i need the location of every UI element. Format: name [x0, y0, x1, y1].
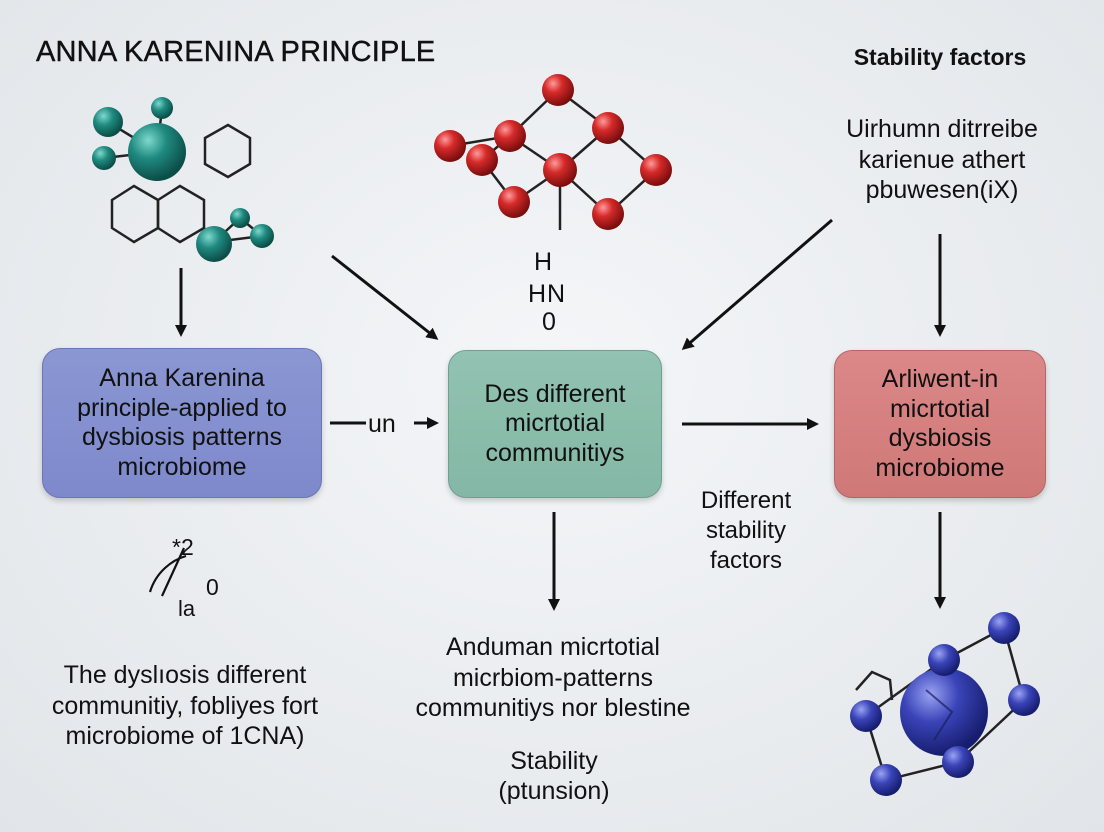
bottom-stability-text: Stability (ptunsion): [498, 747, 610, 805]
bottom-left-description: The dyslıosis different communitiy, fobl…: [51, 661, 319, 750]
blue-molecule-icon: [850, 612, 1040, 796]
symbol-base: la: [178, 596, 196, 621]
bottom-center-description: Anduman micrtotial micrbiom-patterns com…: [415, 633, 691, 722]
different-communities-box-label: Des different micrtotial communitiys: [484, 379, 626, 467]
teal-molecule-icon: [92, 97, 274, 262]
dysbiosis-microbiome-box-label: Arliwent-in micrtotial dysbiosis microbi…: [875, 365, 1005, 482]
flow-arrows: [175, 218, 946, 611]
arrow-label: un: [368, 410, 396, 438]
arrow-teal-to-des: [331, 254, 439, 340]
anna-karenina-box-label: Anna Karenina principle-applied to dysbi…: [77, 364, 287, 481]
dysbiosis-microbiome-box: Arliwent-in micrtotial dysbiosis microbi…: [834, 350, 1046, 498]
red-atoms: [434, 74, 672, 230]
formula-hn: HN: [528, 280, 567, 308]
anna-karenina-box: Anna Karenina principle-applied to dysbi…: [42, 348, 322, 498]
arrow-stability-to-des: [681, 218, 833, 350]
symbol-superscript: *2: [172, 534, 194, 560]
different-stability-factors-text: Different stability factors: [700, 487, 792, 574]
formula-h: H: [534, 248, 553, 276]
symbol-subscript: 0: [206, 574, 219, 600]
stability-factors-heading: Stability factors: [853, 44, 1027, 70]
symbol-glyph-icon: [148, 547, 187, 597]
formula-zero: 0: [542, 308, 556, 336]
different-communities-box: Des different micrtotial communitiys: [448, 350, 662, 498]
page-title: ANNA KARENINA PRINCIPLE: [36, 36, 436, 68]
right-description: Uirhumn ditrreibe karienue athert pbuwes…: [846, 115, 1038, 204]
